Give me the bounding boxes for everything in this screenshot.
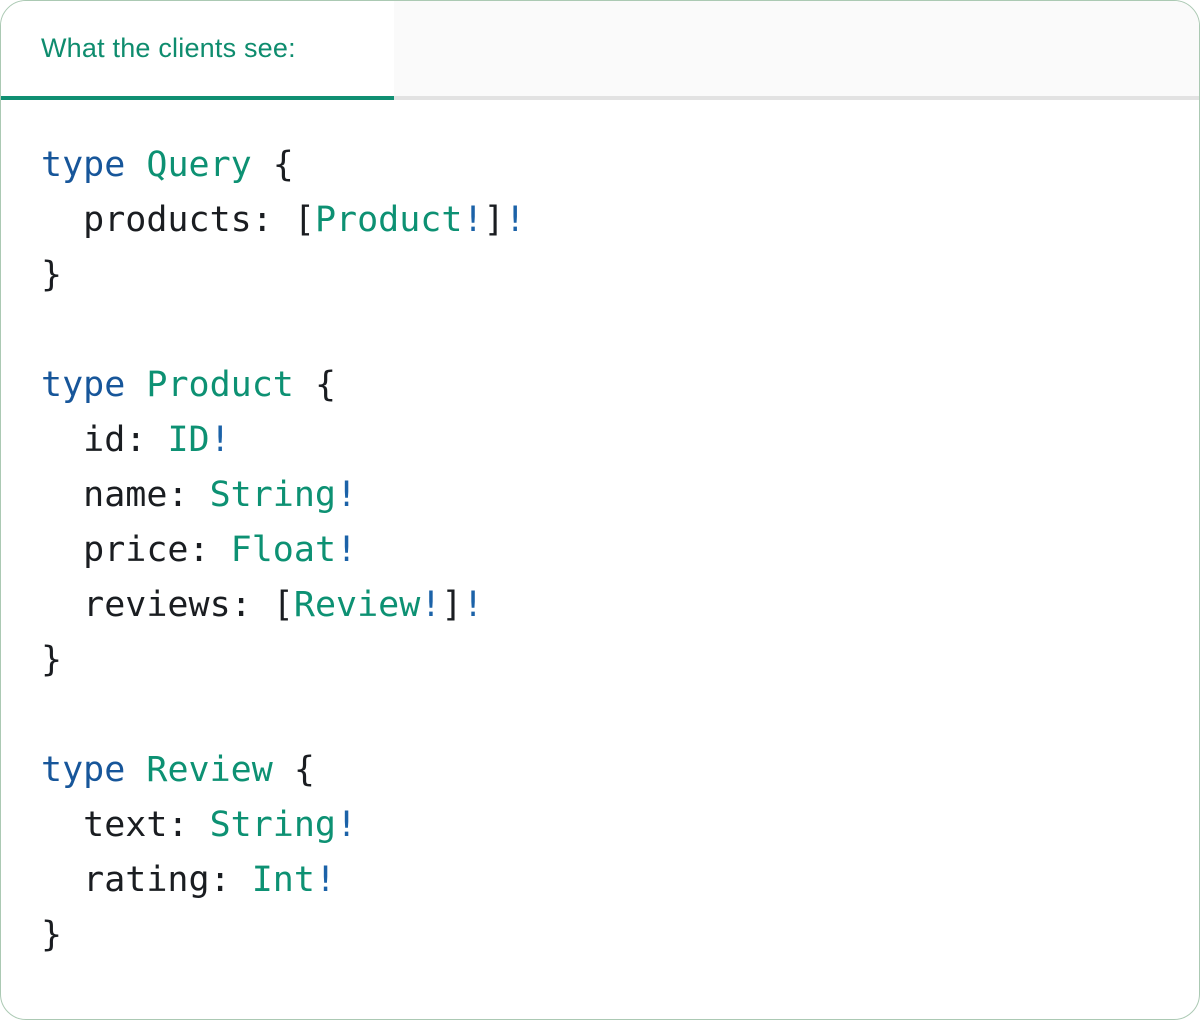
code-token: !: [462, 585, 484, 625]
code-line: [41, 688, 1159, 743]
code-token: Review: [146, 750, 273, 790]
code-token: id:: [41, 420, 168, 460]
code-token: rating:: [41, 860, 252, 900]
code-token: [125, 365, 146, 405]
code-line: type Review {: [41, 743, 1159, 798]
code-token: }: [41, 640, 63, 680]
code-token: Query: [146, 145, 252, 185]
code-line: type Query {: [41, 138, 1159, 193]
code-token: {: [251, 145, 294, 185]
code-block: type Query { products: [Product!]!} type…: [1, 100, 1199, 963]
code-line: products: [Product!]!: [41, 193, 1159, 248]
code-line: text: String!: [41, 798, 1159, 853]
code-line: id: ID!: [41, 413, 1159, 468]
code-token: {: [272, 750, 315, 790]
code-token: products: [: [41, 200, 315, 240]
code-token: ID: [167, 420, 210, 460]
code-line: }: [41, 248, 1159, 303]
code-token: reviews: [: [41, 585, 294, 625]
code-token: price:: [41, 530, 231, 570]
code-token: ]: [441, 585, 463, 625]
code-token: name:: [41, 475, 210, 515]
code-token: text:: [41, 805, 210, 845]
code-line: type Product {: [41, 358, 1159, 413]
code-token: type: [41, 750, 126, 790]
tab-bar-filler: [394, 1, 1199, 100]
code-token: type: [41, 145, 126, 185]
code-token: Product: [314, 200, 463, 240]
code-token: !: [336, 805, 358, 845]
code-token: }: [41, 255, 63, 295]
tab-what-clients-see[interactable]: What the clients see:: [1, 1, 394, 100]
code-token: Float: [230, 530, 337, 570]
code-token: !: [336, 475, 358, 515]
code-token: [125, 145, 146, 185]
code-token: }: [41, 915, 63, 955]
code-token: [125, 750, 146, 790]
code-token: {: [293, 365, 337, 405]
code-token: !: [462, 200, 484, 240]
tab-bar: What the clients see:: [1, 1, 1199, 100]
code-token: ]: [483, 200, 505, 240]
code-line: [41, 303, 1159, 358]
code-token: !: [209, 420, 231, 460]
code-token: !: [336, 530, 358, 570]
code-token: !: [504, 200, 526, 240]
code-token: Review: [293, 585, 421, 625]
code-token: String: [209, 475, 337, 515]
code-line: price: Float!: [41, 523, 1159, 578]
code-token: !: [420, 585, 442, 625]
code-line: name: String!: [41, 468, 1159, 523]
code-line: }: [41, 908, 1159, 963]
code-token: String: [209, 805, 337, 845]
code-line: reviews: [Review!]!: [41, 578, 1159, 633]
code-token: !: [314, 860, 337, 900]
tab-label: What the clients see:: [41, 33, 296, 63]
code-line: rating: Int!: [41, 853, 1159, 908]
code-line: }: [41, 633, 1159, 688]
code-token: Int: [251, 860, 315, 900]
code-token: Product: [146, 365, 294, 405]
code-token: type: [41, 365, 126, 405]
